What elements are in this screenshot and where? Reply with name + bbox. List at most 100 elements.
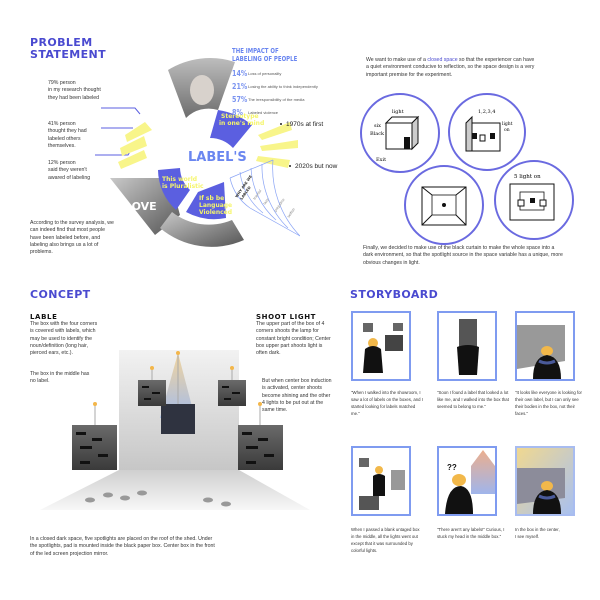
bulb-icon bbox=[150, 366, 154, 370]
space-intro-post: so that the experiencer can have a quiet… bbox=[366, 57, 535, 78]
sketch-line bbox=[421, 186, 467, 226]
problem-title-line1: PROBLEM bbox=[30, 36, 93, 49]
frame-illustration bbox=[363, 323, 403, 373]
sketch-line bbox=[465, 115, 473, 152]
sketch-note: on bbox=[504, 128, 510, 133]
sketch-circle-3 bbox=[404, 165, 484, 245]
why-item: lazy bbox=[263, 198, 270, 206]
shoot-note: But when center box induction is activat… bbox=[262, 378, 332, 414]
impact-pct: 57% bbox=[232, 95, 248, 104]
sketch-line bbox=[455, 186, 467, 196]
mini-label bbox=[98, 454, 108, 457]
mini-label bbox=[246, 446, 258, 449]
storyboard-frame-4 bbox=[351, 446, 411, 516]
photo-love-wedge bbox=[110, 178, 180, 235]
impact-pct: 14% bbox=[232, 69, 248, 78]
sketch-box-lights: 1,2,3,4 light on bbox=[465, 109, 513, 152]
figure-body bbox=[445, 486, 473, 514]
sketch-note: 1,2,3,4 bbox=[478, 109, 496, 115]
storyboard-frame-2 bbox=[437, 311, 497, 381]
bulb-icon bbox=[176, 351, 180, 355]
stat-line: in my research thought bbox=[48, 87, 101, 94]
arc bbox=[239, 171, 264, 214]
sketch-light bbox=[442, 203, 446, 207]
mini-label bbox=[152, 392, 160, 394]
sketch-line bbox=[455, 214, 467, 226]
ray bbox=[120, 136, 147, 156]
storyboard-caption-6: In the box in the center, I see myself. bbox=[515, 527, 560, 539]
label-box bbox=[393, 323, 403, 331]
impact-pct: 21% bbox=[232, 82, 248, 91]
question-marks: ?? bbox=[447, 463, 457, 472]
yellow-rays-left bbox=[118, 122, 152, 169]
hair bbox=[368, 338, 378, 348]
stat-line: 79% person bbox=[48, 80, 76, 86]
why-item: selfish bbox=[287, 207, 296, 218]
space-intro-highlight: closed space bbox=[427, 57, 458, 63]
box-labels bbox=[76, 386, 274, 464]
hair bbox=[541, 346, 553, 356]
wedge-violence bbox=[186, 182, 226, 220]
impact-title-2: LABELING OF PEOPLE bbox=[232, 55, 298, 63]
storyboard-caption-1: "When I walked into the showroom, I saw … bbox=[351, 390, 423, 416]
frame-illustration bbox=[517, 325, 565, 379]
lable-title: LABLE bbox=[30, 313, 58, 321]
why-labeled-arcs bbox=[229, 159, 300, 237]
bulb-icon bbox=[93, 402, 97, 406]
shoot-title: SHOOT LIGHT bbox=[256, 313, 317, 321]
sketch-room-interior bbox=[421, 186, 467, 226]
arc bbox=[272, 159, 300, 237]
impact-label: Losing the ability to think independentl… bbox=[248, 84, 318, 89]
footprint-icon bbox=[203, 497, 213, 503]
ray bbox=[260, 140, 298, 151]
mini-label bbox=[76, 432, 86, 435]
yellow-rays-right bbox=[256, 122, 298, 168]
storyboard-caption-4: When I passed a blank untaged box in the… bbox=[351, 527, 420, 553]
space-intro: We want to make use of a closed space so… bbox=[366, 57, 536, 79]
stat-79: 79% person in my research thought they h… bbox=[48, 80, 138, 102]
mini-label bbox=[222, 386, 229, 388]
center-blank-box bbox=[161, 404, 195, 434]
storyboard-frame-6 bbox=[515, 446, 575, 516]
connector-line bbox=[101, 107, 141, 115]
frame-illustration bbox=[359, 458, 405, 510]
sketch-box bbox=[479, 134, 486, 142]
footprint-icon bbox=[103, 492, 113, 498]
sketch-line bbox=[411, 115, 419, 151]
lit-box bbox=[471, 450, 495, 494]
impact-title-1: THE IMPACT OF bbox=[232, 47, 279, 55]
sketch-note: Exit bbox=[376, 157, 386, 163]
mini-label bbox=[80, 461, 90, 464]
wedge-pluralistic-text-2: is Pluralistic bbox=[162, 183, 204, 190]
frame-illustration bbox=[517, 448, 573, 514]
mini-label bbox=[142, 386, 149, 388]
impact-label: The irresponsibility of the media bbox=[248, 97, 305, 102]
love-text: LOVE bbox=[125, 200, 157, 213]
sketch-box bbox=[490, 133, 495, 139]
frame-illustration bbox=[457, 319, 479, 375]
label-box bbox=[363, 323, 373, 332]
sketch-note: light bbox=[392, 109, 404, 115]
figure-body bbox=[363, 346, 383, 373]
stat-line: 12% person bbox=[48, 160, 76, 166]
storyboard-caption-5: "There aren't any labels!" Curious, I st… bbox=[437, 527, 505, 539]
footprint-icon bbox=[137, 490, 147, 496]
mini-label bbox=[246, 461, 256, 464]
mini-label bbox=[264, 454, 274, 457]
impact-panel: THE IMPACT OF LABELING OF PEOPLE 14%Loss… bbox=[232, 47, 332, 119]
label-box bbox=[385, 335, 403, 351]
woman-face bbox=[190, 75, 214, 105]
sketch-circle-4: 5 light on bbox=[494, 160, 574, 240]
mini-label bbox=[92, 438, 102, 441]
wedge-stereotype-text-1: Stereotype bbox=[221, 113, 259, 120]
footprint-icon bbox=[120, 495, 130, 501]
space-finally: Finally, we decided to make use of the b… bbox=[363, 245, 563, 266]
stat-line: labeled others bbox=[48, 135, 81, 142]
wedge-stereotype-text-2: in one's mind bbox=[219, 120, 264, 127]
ray bbox=[118, 150, 147, 169]
sketch-circle-1: light six Black Exit bbox=[360, 93, 440, 173]
concept-footer: In a closed dark space, five spotlights … bbox=[30, 536, 215, 557]
photo-politicians-wedge bbox=[160, 212, 244, 247]
problem-title: PROBLEM STATEMENT bbox=[30, 37, 106, 61]
labels-radial-diagram: Stereotype in one's mind LABEL'S LOVE Th… bbox=[110, 58, 300, 247]
